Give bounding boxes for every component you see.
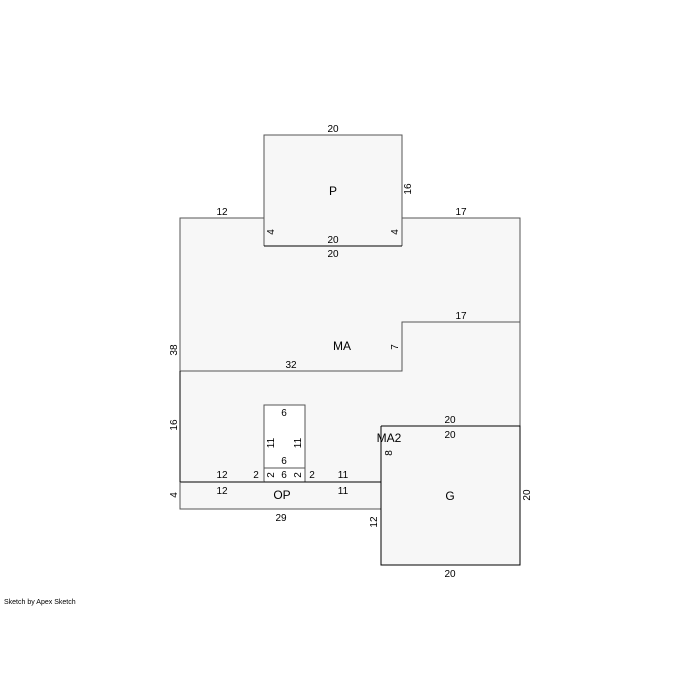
dim-op-left: 4 (169, 492, 180, 498)
dim-op-top-left: 12 (216, 470, 228, 481)
chimney-outline (263, 404, 306, 482)
dim-porch-top: 20 (327, 124, 339, 135)
dim-chimney-base: 6 (281, 470, 287, 481)
room-outlines (179, 134, 521, 566)
dim-garage-bottom: 20 (444, 569, 456, 580)
dim-ma-top-right: 17 (455, 207, 467, 218)
dim-chimney-right-jog: 2 (309, 470, 315, 481)
dim-ma-step-top: 17 (455, 311, 467, 322)
dim-op-bottom-right: 11 (338, 486, 349, 497)
dim-chimney-inner-right: 2 (293, 472, 304, 478)
dim-garage-right: 20 (522, 489, 533, 501)
dim-garage-top: 20 (444, 415, 456, 426)
dim-garage-top-inner: 20 (444, 430, 456, 441)
dim-porch-right: 16 (403, 183, 414, 195)
main-area-upper-outline (179, 217, 264, 371)
dim-op-bottom: 29 (275, 513, 287, 524)
dim-ma-mid-span: 32 (285, 360, 297, 371)
area-label-ma2: MA2 (377, 431, 402, 445)
garage-area-fill (381, 426, 520, 565)
dim-porch-left-notch: 4 (266, 229, 277, 235)
main-area-fill (180, 218, 520, 482)
dim-chimney-left-jog: 2 (253, 470, 259, 481)
room-fills (180, 135, 520, 565)
dim-ma-left-lower: 16 (169, 419, 180, 431)
dim-chimney-top: 6 (281, 408, 287, 419)
area-label-g: G (445, 489, 454, 503)
dim-chimney-left: 11 (266, 437, 277, 448)
porch-outline (263, 134, 403, 246)
main-area-right-outline (402, 217, 521, 426)
dim-porch-right-notch: 4 (390, 229, 401, 235)
area-label-op: OP (273, 488, 290, 502)
open-porch-outline (179, 482, 381, 510)
area-label-p: P (329, 184, 337, 198)
porch-area-fill (264, 135, 402, 246)
dim-op-bottom-left: 12 (216, 486, 228, 497)
dim-porch-inner-bottom: 20 (327, 235, 339, 246)
dim-op-top-right: 11 (338, 470, 349, 481)
dim-ma-top-mid: 20 (327, 249, 339, 260)
dim-ma-left-upper: 38 (169, 344, 180, 356)
sketch-credit: Sketch by Apex Sketch (4, 599, 76, 606)
dim-garage-left: 12 (369, 516, 380, 528)
garage-outline (380, 425, 521, 566)
dim-ma-step-side: 7 (390, 344, 401, 350)
dim-chimney-inner-left: 2 (266, 472, 277, 478)
dimension-labels: 20 16 20 4 4 12 17 20 17 7 32 38 16 6 11… (169, 124, 533, 580)
dim-ma-top-left: 12 (216, 207, 228, 218)
main-area-step-outline (180, 321, 520, 372)
dim-chimney-right: 11 (293, 437, 304, 448)
area-labels: P MA MA2 OP G (273, 184, 454, 503)
dim-chimney-inner: 6 (281, 456, 287, 467)
open-porch-area-fill (180, 482, 381, 509)
dim-ma2-side: 8 (384, 450, 395, 456)
area-label-ma: MA (333, 339, 351, 353)
